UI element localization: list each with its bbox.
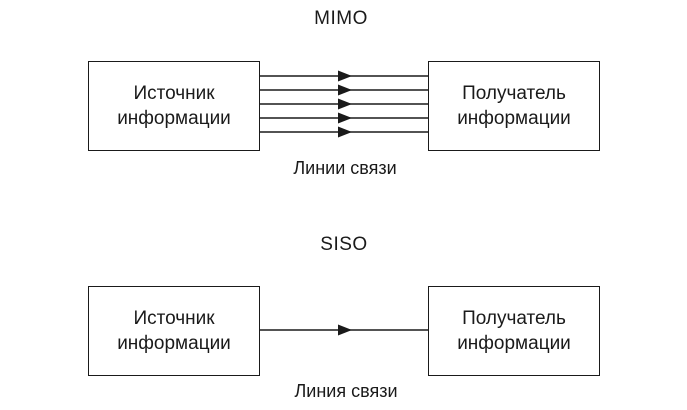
siso-receiver-label-line2: информации bbox=[457, 333, 571, 354]
mimo-channel-arrowhead-3 bbox=[338, 98, 352, 110]
siso-source-label-line2: информации bbox=[117, 333, 231, 354]
mimo-lines-group bbox=[260, 70, 428, 138]
siso-lines-group bbox=[260, 324, 428, 336]
mimo-source-label-line2: информации bbox=[117, 108, 231, 129]
mimo-source-box: Источник информации bbox=[88, 61, 260, 151]
siso-source-label-line1: Источник bbox=[133, 308, 215, 329]
siso-receiver-box: Получатель информации bbox=[428, 286, 600, 376]
mimo-receiver-label-line1: Получатель bbox=[462, 83, 566, 104]
mimo-title: MIMO bbox=[314, 8, 368, 29]
mimo-channel-arrowhead-2 bbox=[338, 84, 352, 96]
siso-source-box: Источник информации bbox=[88, 286, 260, 376]
mimo-channel-arrowhead-5 bbox=[338, 126, 352, 138]
mimo-receiver-box: Получатель информации bbox=[428, 61, 600, 151]
siso-caption: Линия связи bbox=[294, 381, 398, 401]
siso-channel-arrowhead-1 bbox=[338, 324, 352, 336]
mimo-channel-arrowhead-4 bbox=[338, 112, 352, 124]
mimo-receiver-label-line2: информации bbox=[457, 108, 571, 129]
mimo-channel-arrowhead-1 bbox=[338, 70, 352, 82]
siso-receiver-label-line1: Получатель bbox=[462, 308, 566, 329]
siso-title: SISO bbox=[320, 234, 368, 255]
mimo-caption: Линии связи bbox=[293, 158, 397, 178]
mimo-source-label-line1: Источник bbox=[133, 83, 215, 104]
